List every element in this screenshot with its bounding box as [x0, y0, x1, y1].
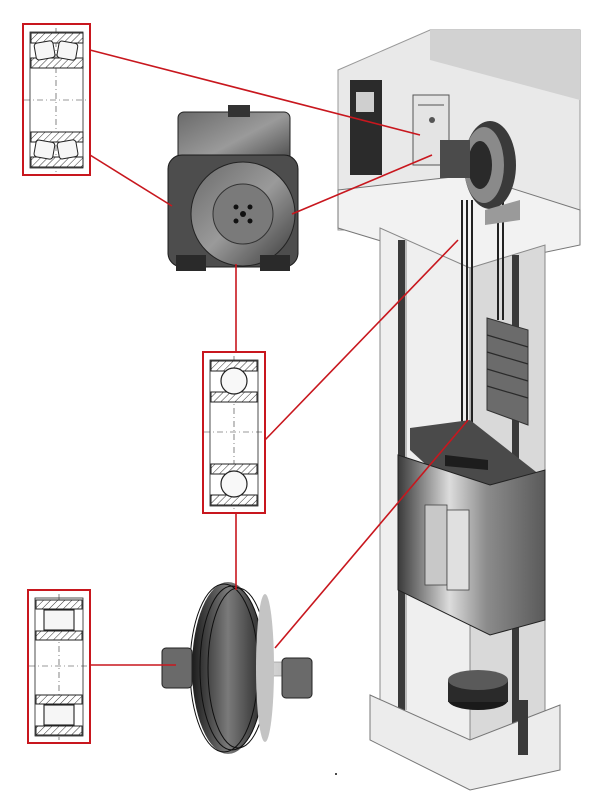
machine-room-right-wall	[430, 30, 580, 100]
elevator-car	[397, 454, 546, 636]
callout-lines	[89, 49, 469, 666]
pit-ladder	[518, 700, 528, 755]
roller-upper-right	[56, 40, 79, 61]
roller-lower-left	[33, 139, 56, 160]
car-door	[424, 504, 448, 586]
ball-upper	[220, 367, 248, 395]
elevator-shaft	[337, 29, 581, 791]
cyl-roller-lower	[43, 704, 75, 726]
motor-and-traction-sheave	[167, 105, 299, 271]
pillow-block-right	[281, 657, 313, 699]
bearing-diagram-bottom	[27, 589, 91, 744]
pillow-block-left	[161, 647, 193, 689]
stray-dot	[335, 773, 337, 775]
bearing-diagram-top	[22, 23, 91, 176]
ball-lower	[220, 470, 248, 498]
pit-floor	[369, 694, 561, 791]
cyl-roller-upper	[43, 609, 75, 631]
buffer	[448, 670, 508, 710]
bearing-diagram-middle	[202, 351, 266, 514]
roller-lower-right	[56, 139, 79, 160]
door-window	[356, 92, 374, 112]
roller-upper-left	[33, 40, 56, 61]
deflector-sheave	[161, 582, 313, 754]
machine-room-sheave	[440, 121, 520, 225]
counterweight	[486, 317, 529, 426]
